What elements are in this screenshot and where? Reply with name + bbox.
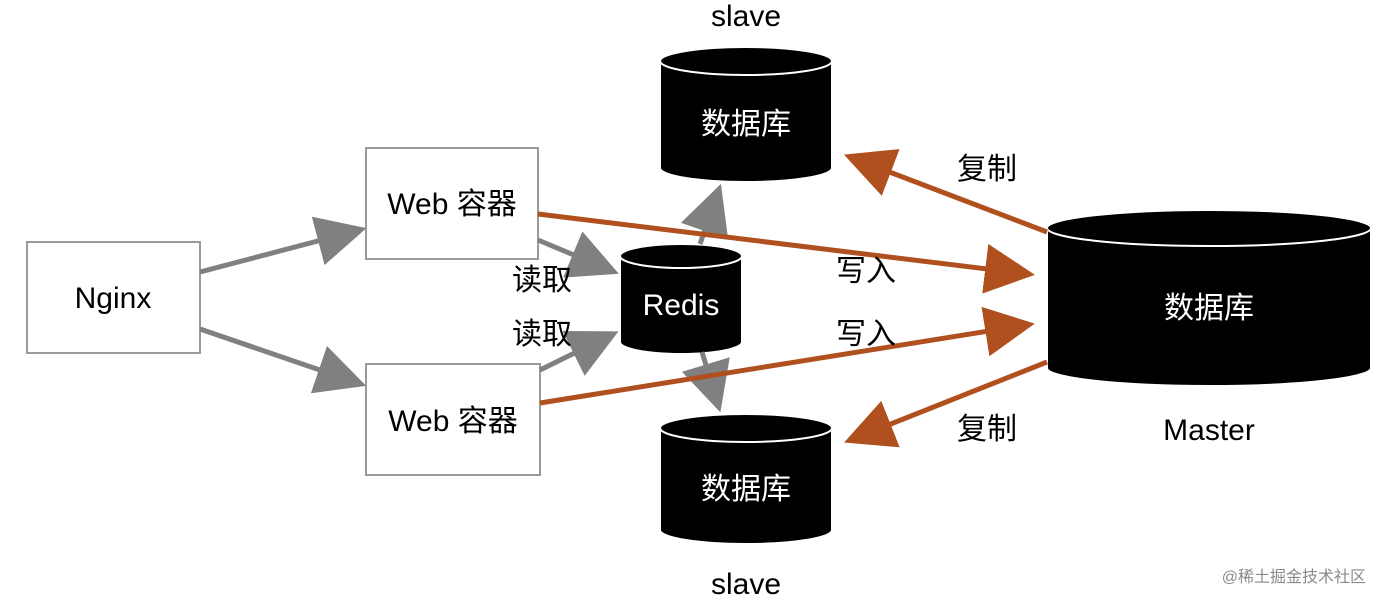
web-container-top: Web 容器 bbox=[365, 147, 539, 260]
nginx-node: Nginx bbox=[26, 241, 201, 354]
web-top-read-redis-arrow bbox=[537, 231, 619, 278]
master-replicate-slave-top-arrow bbox=[843, 149, 1048, 235]
web-bottom-read-redis-arrow bbox=[538, 331, 619, 376]
slave-database-bottom: 数据库 bbox=[659, 413, 833, 545]
replicate-label-top: 复制 bbox=[957, 153, 1017, 186]
web-top-write-master-arrow bbox=[537, 211, 1035, 294]
redis-node: Redis bbox=[619, 243, 743, 355]
web-container-bottom-label: Web 容器 bbox=[388, 405, 517, 438]
master-database-label: 数据库 bbox=[1164, 292, 1254, 325]
nginx-to-web-bottom-arrow bbox=[199, 326, 367, 394]
slave-database-top-label: 数据库 bbox=[701, 108, 791, 141]
nginx-label: Nginx bbox=[75, 282, 152, 315]
master-replicate-slave-bottom-arrow bbox=[844, 359, 1048, 448]
slave-database-bottom-label: 数据库 bbox=[701, 473, 791, 506]
watermark: @稀土掘金技术社区 bbox=[1222, 568, 1366, 586]
slave-caption-bottom: slave bbox=[711, 568, 781, 601]
master-database: 数据库 bbox=[1046, 209, 1372, 387]
write-label-bottom: 写入 bbox=[836, 318, 896, 351]
read-label-bottom: 读取 bbox=[512, 318, 572, 351]
slave-database-top: 数据库 bbox=[659, 46, 833, 183]
web-bottom-write-master-arrow bbox=[539, 306, 1035, 406]
redis-label: Redis bbox=[643, 289, 720, 322]
read-label-top: 读取 bbox=[512, 264, 572, 297]
slave-caption-top: slave bbox=[711, 0, 781, 33]
nginx-to-web-top-arrow bbox=[199, 216, 367, 275]
web-container-bottom: Web 容器 bbox=[365, 363, 541, 476]
replicate-label-bottom: 复制 bbox=[957, 413, 1017, 446]
web-container-top-label: Web 容器 bbox=[387, 188, 516, 221]
write-label-top: 写入 bbox=[836, 255, 896, 288]
master-caption: Master bbox=[1163, 414, 1255, 447]
